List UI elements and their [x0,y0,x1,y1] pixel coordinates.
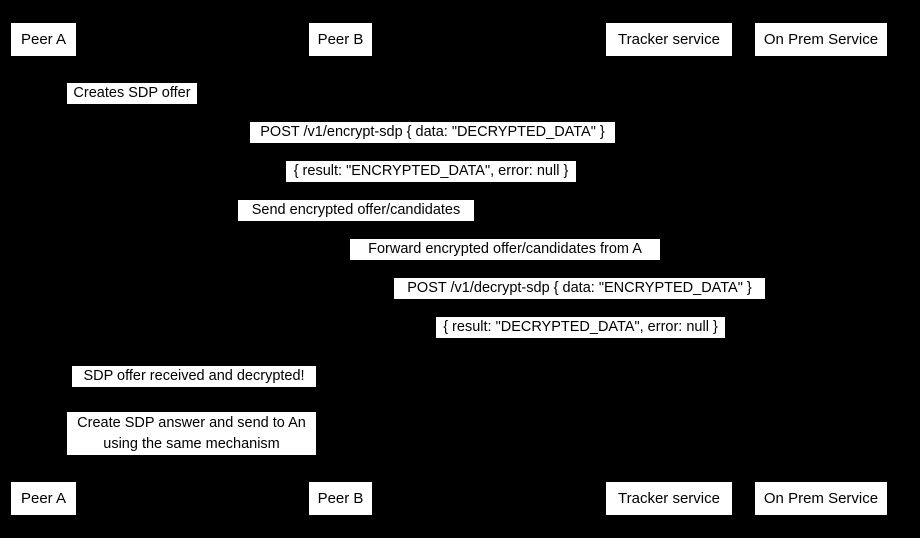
message-label-creates-sdp-offer[interactable]: Creates SDP offer [67,83,197,104]
message-label-post-encrypt-sdp[interactable]: POST /v1/encrypt-sdp { data: "DECRYPTED_… [250,122,615,143]
message-label-create-sdp-answer-line2: using the same mechanism [103,436,280,452]
arrow-forward-encrypted-offer [340,260,669,261]
arrow-sdp-offer-received [43,387,340,388]
participant-header-tracker-service[interactable]: Tracker service [605,22,733,57]
lifeline-peer-a [43,57,44,481]
participant-header-peer-b[interactable]: Peer B [308,22,373,57]
message-label-post-decrypt-sdp[interactable]: POST /v1/decrypt-sdp { data: "ENCRYPTED_… [394,278,765,299]
arrow-send-encrypted-offer [43,221,669,222]
arrow-post-encrypt-sdp [43,143,821,144]
participant-header-on-prem-service[interactable]: On Prem Service [754,22,888,57]
arrow-post-decrypt-sdp [340,299,821,300]
arrow-create-sdp-answer [43,455,340,456]
message-label-send-encrypted-offer[interactable]: Send encrypted offer/candidates [238,200,474,221]
lifeline-peer-b [340,57,341,481]
arrow-creates-sdp-offer [43,104,123,105]
arrow-decrypt-sdp-response [340,338,821,339]
message-label-forward-encrypted-offer[interactable]: Forward encrypted offer/candidates from … [350,239,660,260]
lifeline-tracker-service [669,57,670,481]
participant-footer-peer-b[interactable]: Peer B [308,481,373,516]
message-label-create-sdp-answer-line1: Create SDP answer and send to An [77,415,306,431]
message-label-decrypt-sdp-response[interactable]: { result: "DECRYPTED_DATA", error: null … [436,317,725,338]
participant-footer-tracker-service[interactable]: Tracker service [605,481,733,516]
participant-footer-on-prem-service[interactable]: On Prem Service [754,481,888,516]
participant-footer-peer-a[interactable]: Peer A [10,481,77,516]
message-label-sdp-offer-received[interactable]: SDP offer received and decrypted! [72,366,316,387]
message-label-encrypt-sdp-response[interactable]: { result: "ENCRYPTED_DATA", error: null … [286,161,576,182]
message-label-create-sdp-answer[interactable]: Create SDP answer and send to An using t… [67,412,316,455]
arrow-encrypt-sdp-response [43,182,821,183]
lifeline-on-prem-service [821,57,822,481]
participant-header-peer-a[interactable]: Peer A [10,22,77,57]
